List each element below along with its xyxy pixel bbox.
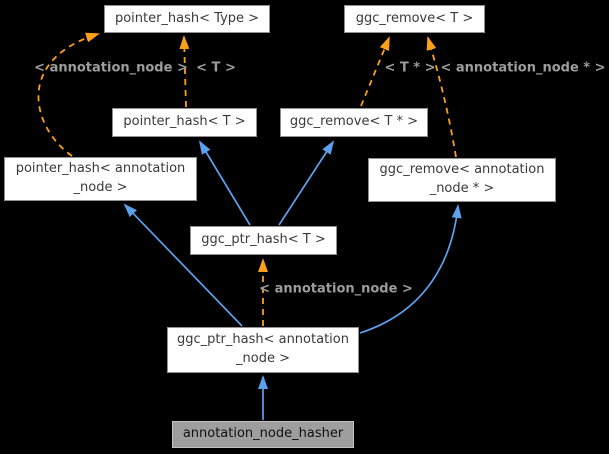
edge-pointer-hash-annotation-to-pointer-hash-type: [37, 32, 100, 157]
edge-ggc-ptr-hash-t-to-pointer-hash-t: [198, 140, 251, 226]
node-ggc-ptr-hash-annotation-node[interactable]: ggc_ptr_hash< annotation _node >: [167, 327, 359, 373]
edge-ggc-ptr-hash-t-to-ggc-remove-t-ptr: [278, 140, 335, 226]
edge-label-t: < T >: [196, 60, 236, 76]
node-label: ggc_ptr_hash< T >: [201, 232, 326, 248]
node-ggc-remove-t[interactable]: ggc_remove< T >: [344, 5, 485, 33]
node-annotation-node-hasher[interactable]: annotation_node_hasher: [172, 421, 354, 448]
edge-label-annotation-node-middle: < annotation_node >: [259, 281, 413, 297]
node-label-line1: pointer_hash< annotation: [15, 161, 186, 177]
node-ggc-ptr-hash-t[interactable]: ggc_ptr_hash< T >: [190, 226, 337, 255]
node-label-line2: _node >: [73, 180, 128, 195]
node-ggc-remove-t-ptr[interactable]: ggc_remove< T * >: [280, 108, 428, 137]
edge-label-annotation-node-left: < annotation_node >: [34, 60, 188, 76]
edge-ggc-remove-t-ptr-to-ggc-remove-t: [360, 36, 390, 107]
node-ggc-remove-annotation-node-ptr[interactable]: ggc_remove< annotation _node * >: [368, 158, 556, 202]
node-pointer-hash-t[interactable]: pointer_hash< T >: [112, 108, 257, 137]
node-label: pointer_hash< Type >: [114, 10, 260, 26]
edge-label-t-ptr: < T * >: [384, 60, 436, 76]
node-label: ggc_remove< T >: [355, 10, 474, 26]
edge-pointer-hash-t-to-pointer-hash-type: [179, 35, 190, 108]
node-label: ggc_remove< T * >: [289, 114, 419, 130]
node-label: pointer_hash< T >: [123, 114, 246, 130]
edge-ggc-ptr-hash-annotation-to-ggc-remove-annotation: [359, 204, 462, 334]
edge-label-annotation-node-ptr: < annotation_node * >: [440, 60, 606, 76]
node-label-line2: _node >: [236, 351, 290, 366]
node-pointer-hash-type[interactable]: pointer_hash< Type >: [104, 5, 270, 33]
edge-ggc-remove-annotation-to-ggc-remove-t: [426, 36, 457, 158]
node-label-line1: ggc_ptr_hash< annotation: [177, 332, 349, 348]
edge-ggc-ptr-hash-annotation-to-pointer-hash-annotation: [123, 203, 243, 327]
node-label-line1: ggc_remove< annotation: [379, 162, 545, 178]
node-label-line2: _node * >: [429, 181, 495, 196]
node-label: annotation_node_hasher: [182, 426, 344, 442]
node-pointer-hash-annotation-node[interactable]: pointer_hash< annotation _node >: [4, 157, 197, 201]
